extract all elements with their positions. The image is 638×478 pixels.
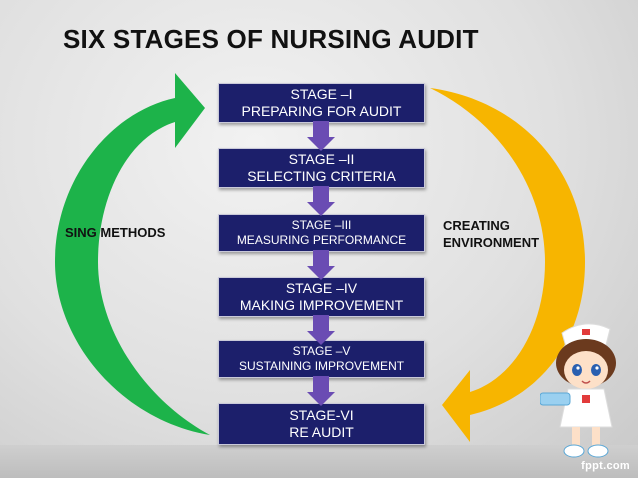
down-arrow-icon [307,250,335,280]
down-arrow-icon [307,315,335,345]
down-arrow-icon [307,376,335,406]
stage-number: STAGE –III [291,218,352,232]
stage-box-1: STAGE –I PREPARING FOR AUDIT [218,83,425,123]
stage-number: STAGE –V [292,344,351,358]
stage-name: PREPARING FOR AUDIT [241,103,402,119]
slide-title: SIX STAGES OF NURSING AUDIT [63,24,479,54]
stage-box-2: STAGE –II SELECTING CRITERIA [218,148,425,188]
right-label: CREATING ENVIRONMENT [443,218,539,252]
down-arrow-icon [307,121,335,151]
watermark: fppt.com [581,460,630,472]
stage-box-5: STAGE –V SUSTAINING IMPROVEMENT [218,340,425,378]
stage-box-4: STAGE –IV MAKING IMPROVEMENT [218,277,425,317]
stage-number: STAGE –IV [285,279,358,296]
right-label-line1: CREATING [443,218,510,233]
stage-number: STAGE –II [288,150,355,167]
floor-band [0,445,638,478]
stage-number: STAGE-VI [289,406,354,423]
stage-number: STAGE –I [290,85,353,102]
stage-box-3: STAGE –III MEASURING PERFORMANCE [218,214,425,252]
stage-name: RE AUDIT [289,424,354,440]
stage-box-6: STAGE-VI RE AUDIT [218,403,425,445]
stage-name: MEASURING PERFORMANCE [236,233,407,247]
right-yellow-arrow [430,88,585,442]
stage-name: MAKING IMPROVEMENT [239,297,404,313]
stage-name: SUSTAINING IMPROVEMENT [238,359,405,373]
right-label-line2: ENVIRONMENT [443,234,540,250]
left-label: SING METHODS [65,225,166,240]
down-arrow-icon [307,186,335,216]
stage-name: SELECTING CRITERIA [247,168,396,184]
left-green-arrow [55,73,210,435]
nurse-mascot-icon [540,323,616,458]
